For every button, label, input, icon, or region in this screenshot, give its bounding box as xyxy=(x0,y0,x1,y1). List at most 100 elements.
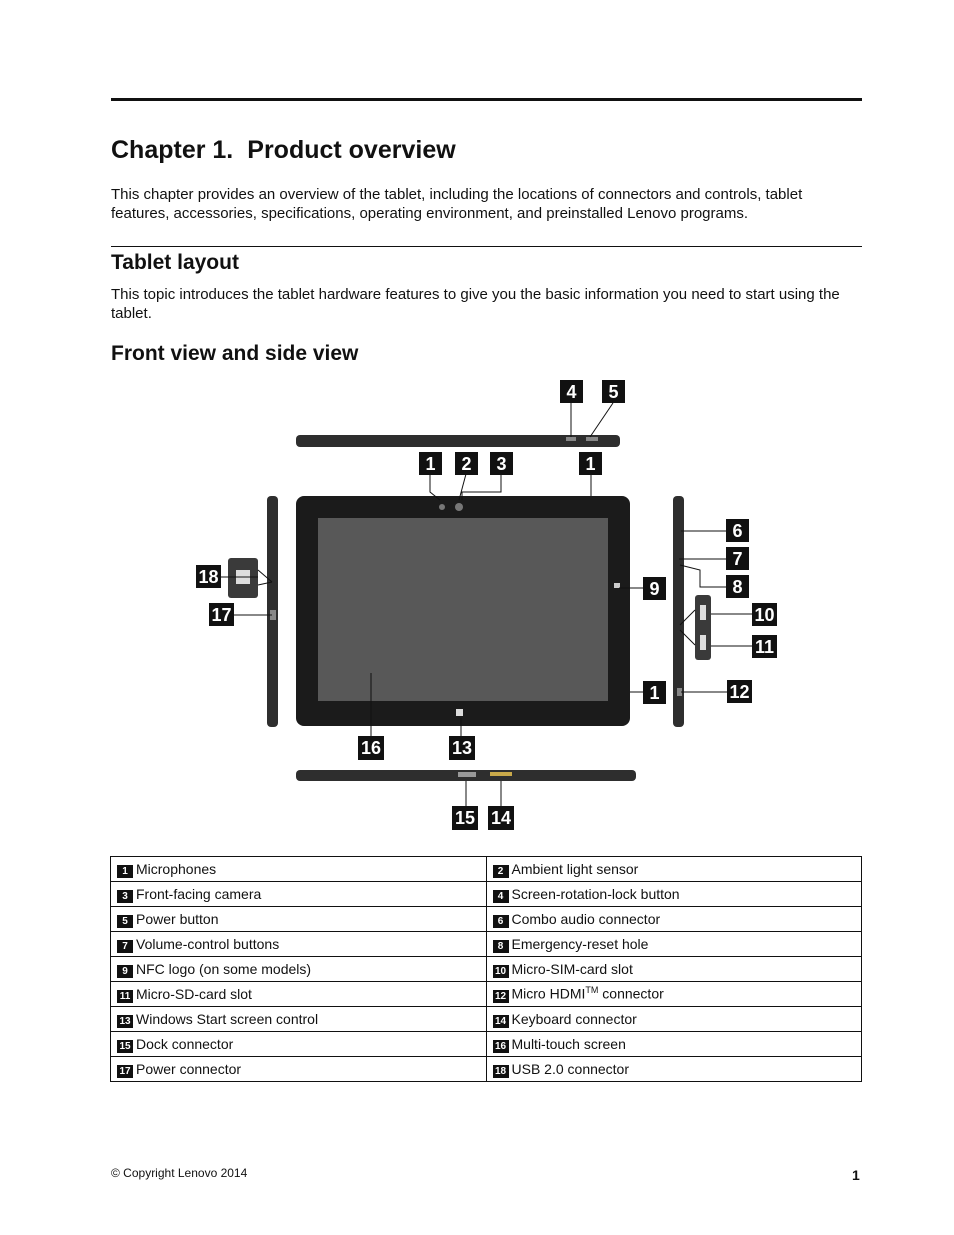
legend-label: Dock connector xyxy=(136,1035,234,1052)
svg-text:1: 1 xyxy=(425,454,435,474)
legend-number-badge: 11 xyxy=(117,989,133,1003)
legend-label: Ambient light sensor xyxy=(511,860,639,877)
chapter-intro: This chapter provides an overview of the… xyxy=(111,186,803,222)
svg-text:10: 10 xyxy=(754,605,774,625)
legend-label: Micro HDMI xyxy=(511,985,586,1002)
callout-2: 2 xyxy=(455,452,478,475)
svg-text:1: 1 xyxy=(585,454,595,474)
callout-8: 8 xyxy=(726,575,749,598)
dock-connector-shape xyxy=(458,772,476,777)
power-button-shape xyxy=(586,437,598,441)
callout-12: 12 xyxy=(727,680,752,703)
chapter-number: Chapter 1. xyxy=(111,136,234,164)
legend-label: Microphones xyxy=(136,860,217,877)
callout-18: 18 xyxy=(196,565,221,588)
legend-number-badge: 5 xyxy=(117,914,133,928)
legend-label: Front-facing camera xyxy=(136,885,262,902)
copyright: © Copyright Lenovo 2014 xyxy=(111,1166,248,1180)
svg-text:2: 2 xyxy=(461,454,471,474)
callout-10: 10 xyxy=(752,603,777,626)
svg-text:17: 17 xyxy=(211,605,231,625)
legend-number-badge: 7 xyxy=(117,939,133,953)
svg-text:11: 11 xyxy=(755,637,774,657)
legend-number-badge: 15 xyxy=(117,1039,133,1053)
svg-text:3: 3 xyxy=(496,454,506,474)
keyboard-connector-shape xyxy=(490,772,512,776)
callout-14: 14 xyxy=(488,806,514,830)
legend-number-badge: 4 xyxy=(492,889,509,903)
section-text: This topic introduces the tablet hardwar… xyxy=(111,286,840,322)
legend-label: Windows Start screen control xyxy=(136,1010,319,1027)
legend-number-badge: 12 xyxy=(492,989,509,1003)
legend-label: USB 2.0 connector xyxy=(511,1060,630,1077)
svg-text:8: 8 xyxy=(732,577,742,597)
legend-label-suffix: connector xyxy=(598,985,664,1002)
svg-text:7: 7 xyxy=(732,549,742,569)
callout-17: 17 xyxy=(209,603,234,626)
svg-text:12: 12 xyxy=(729,682,749,702)
chapter-title: Chapter 1.Product overview xyxy=(111,136,456,165)
svg-text:9: 9 xyxy=(649,579,659,599)
callout-6: 6 xyxy=(726,519,749,542)
svg-text:13: 13 xyxy=(452,738,472,758)
light-sensor-dot xyxy=(439,504,445,510)
legend-number-badge: 16 xyxy=(492,1039,509,1053)
windows-logo-icon xyxy=(456,709,463,716)
callout-1b: 1 xyxy=(579,452,602,475)
callout-11: 11 xyxy=(752,635,777,658)
svg-text:15: 15 xyxy=(455,808,475,828)
callout-1c: 1 xyxy=(643,681,666,704)
callout-7: 7 xyxy=(726,547,749,570)
legend-number-badge: 10 xyxy=(492,964,509,978)
tablet-right-side xyxy=(673,496,684,727)
tablet-top-edge xyxy=(296,435,620,447)
page-number: 1 xyxy=(852,1167,860,1183)
callout-16: 16 xyxy=(358,736,384,760)
callout-1a: 1 xyxy=(419,452,442,475)
legend-number-badge: 14 xyxy=(492,1014,509,1028)
legend-number-badge: 2 xyxy=(492,864,509,878)
camera-lens xyxy=(455,503,463,511)
callout-9: 9 xyxy=(643,577,666,600)
legend-label: Power button xyxy=(136,910,219,927)
svg-text:1: 1 xyxy=(649,683,659,703)
legend-number-badge: 18 xyxy=(492,1064,509,1078)
tablet-layout-figure: 1 2 3 1 4 5 6 7 8 9 10 11 1 12 16 13 15 … xyxy=(196,380,777,830)
hdmi-port-shape xyxy=(677,688,682,696)
rotation-lock-button-shape xyxy=(566,437,576,441)
power-connector-shape xyxy=(270,610,276,620)
legend-number-badge: 3 xyxy=(117,889,133,903)
svg-text:4: 4 xyxy=(566,382,576,402)
callout-3: 3 xyxy=(490,452,513,475)
legend-label: Micro-SD-card slot xyxy=(136,985,252,1002)
legend-superscript: TM xyxy=(585,985,599,996)
legend-label: Screen-rotation-lock button xyxy=(511,885,680,902)
section-title: Tablet layout xyxy=(111,251,239,274)
tablet-screen xyxy=(318,518,608,701)
legend-label: Emergency-reset hole xyxy=(511,935,649,952)
svg-text:18: 18 xyxy=(198,567,218,587)
legend-label: Keyboard connector xyxy=(511,1010,637,1027)
